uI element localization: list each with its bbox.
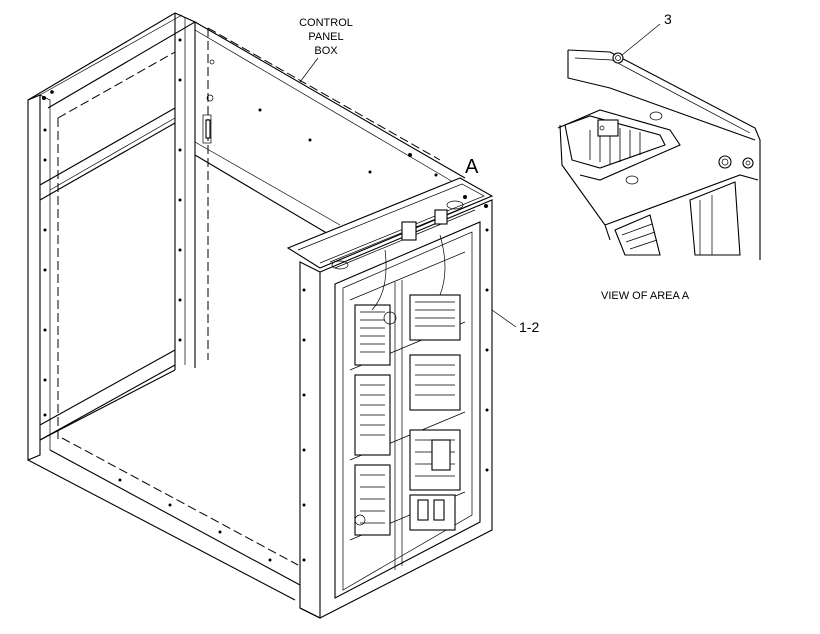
label-line-box: BOX (314, 45, 338, 57)
callout-1-2: 1-2 (519, 319, 540, 335)
leader-3 (621, 23, 661, 56)
label-control-panel-box: CONTROL PANEL BOX (290, 16, 362, 58)
control-panel-box (286, 177, 494, 619)
area-marker-a: A (465, 156, 479, 178)
view-caption: VIEW OF AREA A (601, 290, 690, 302)
callout-3: 3 (664, 11, 672, 27)
electrical-components (354, 294, 461, 536)
frame-outline (27, 12, 466, 601)
label-line-panel: PANEL (308, 31, 344, 43)
detail-view-area-a (557, 49, 761, 260)
leader-control-panel-box (299, 57, 319, 83)
label-line-control: CONTROL (299, 17, 353, 29)
leader-1-2 (491, 309, 517, 328)
